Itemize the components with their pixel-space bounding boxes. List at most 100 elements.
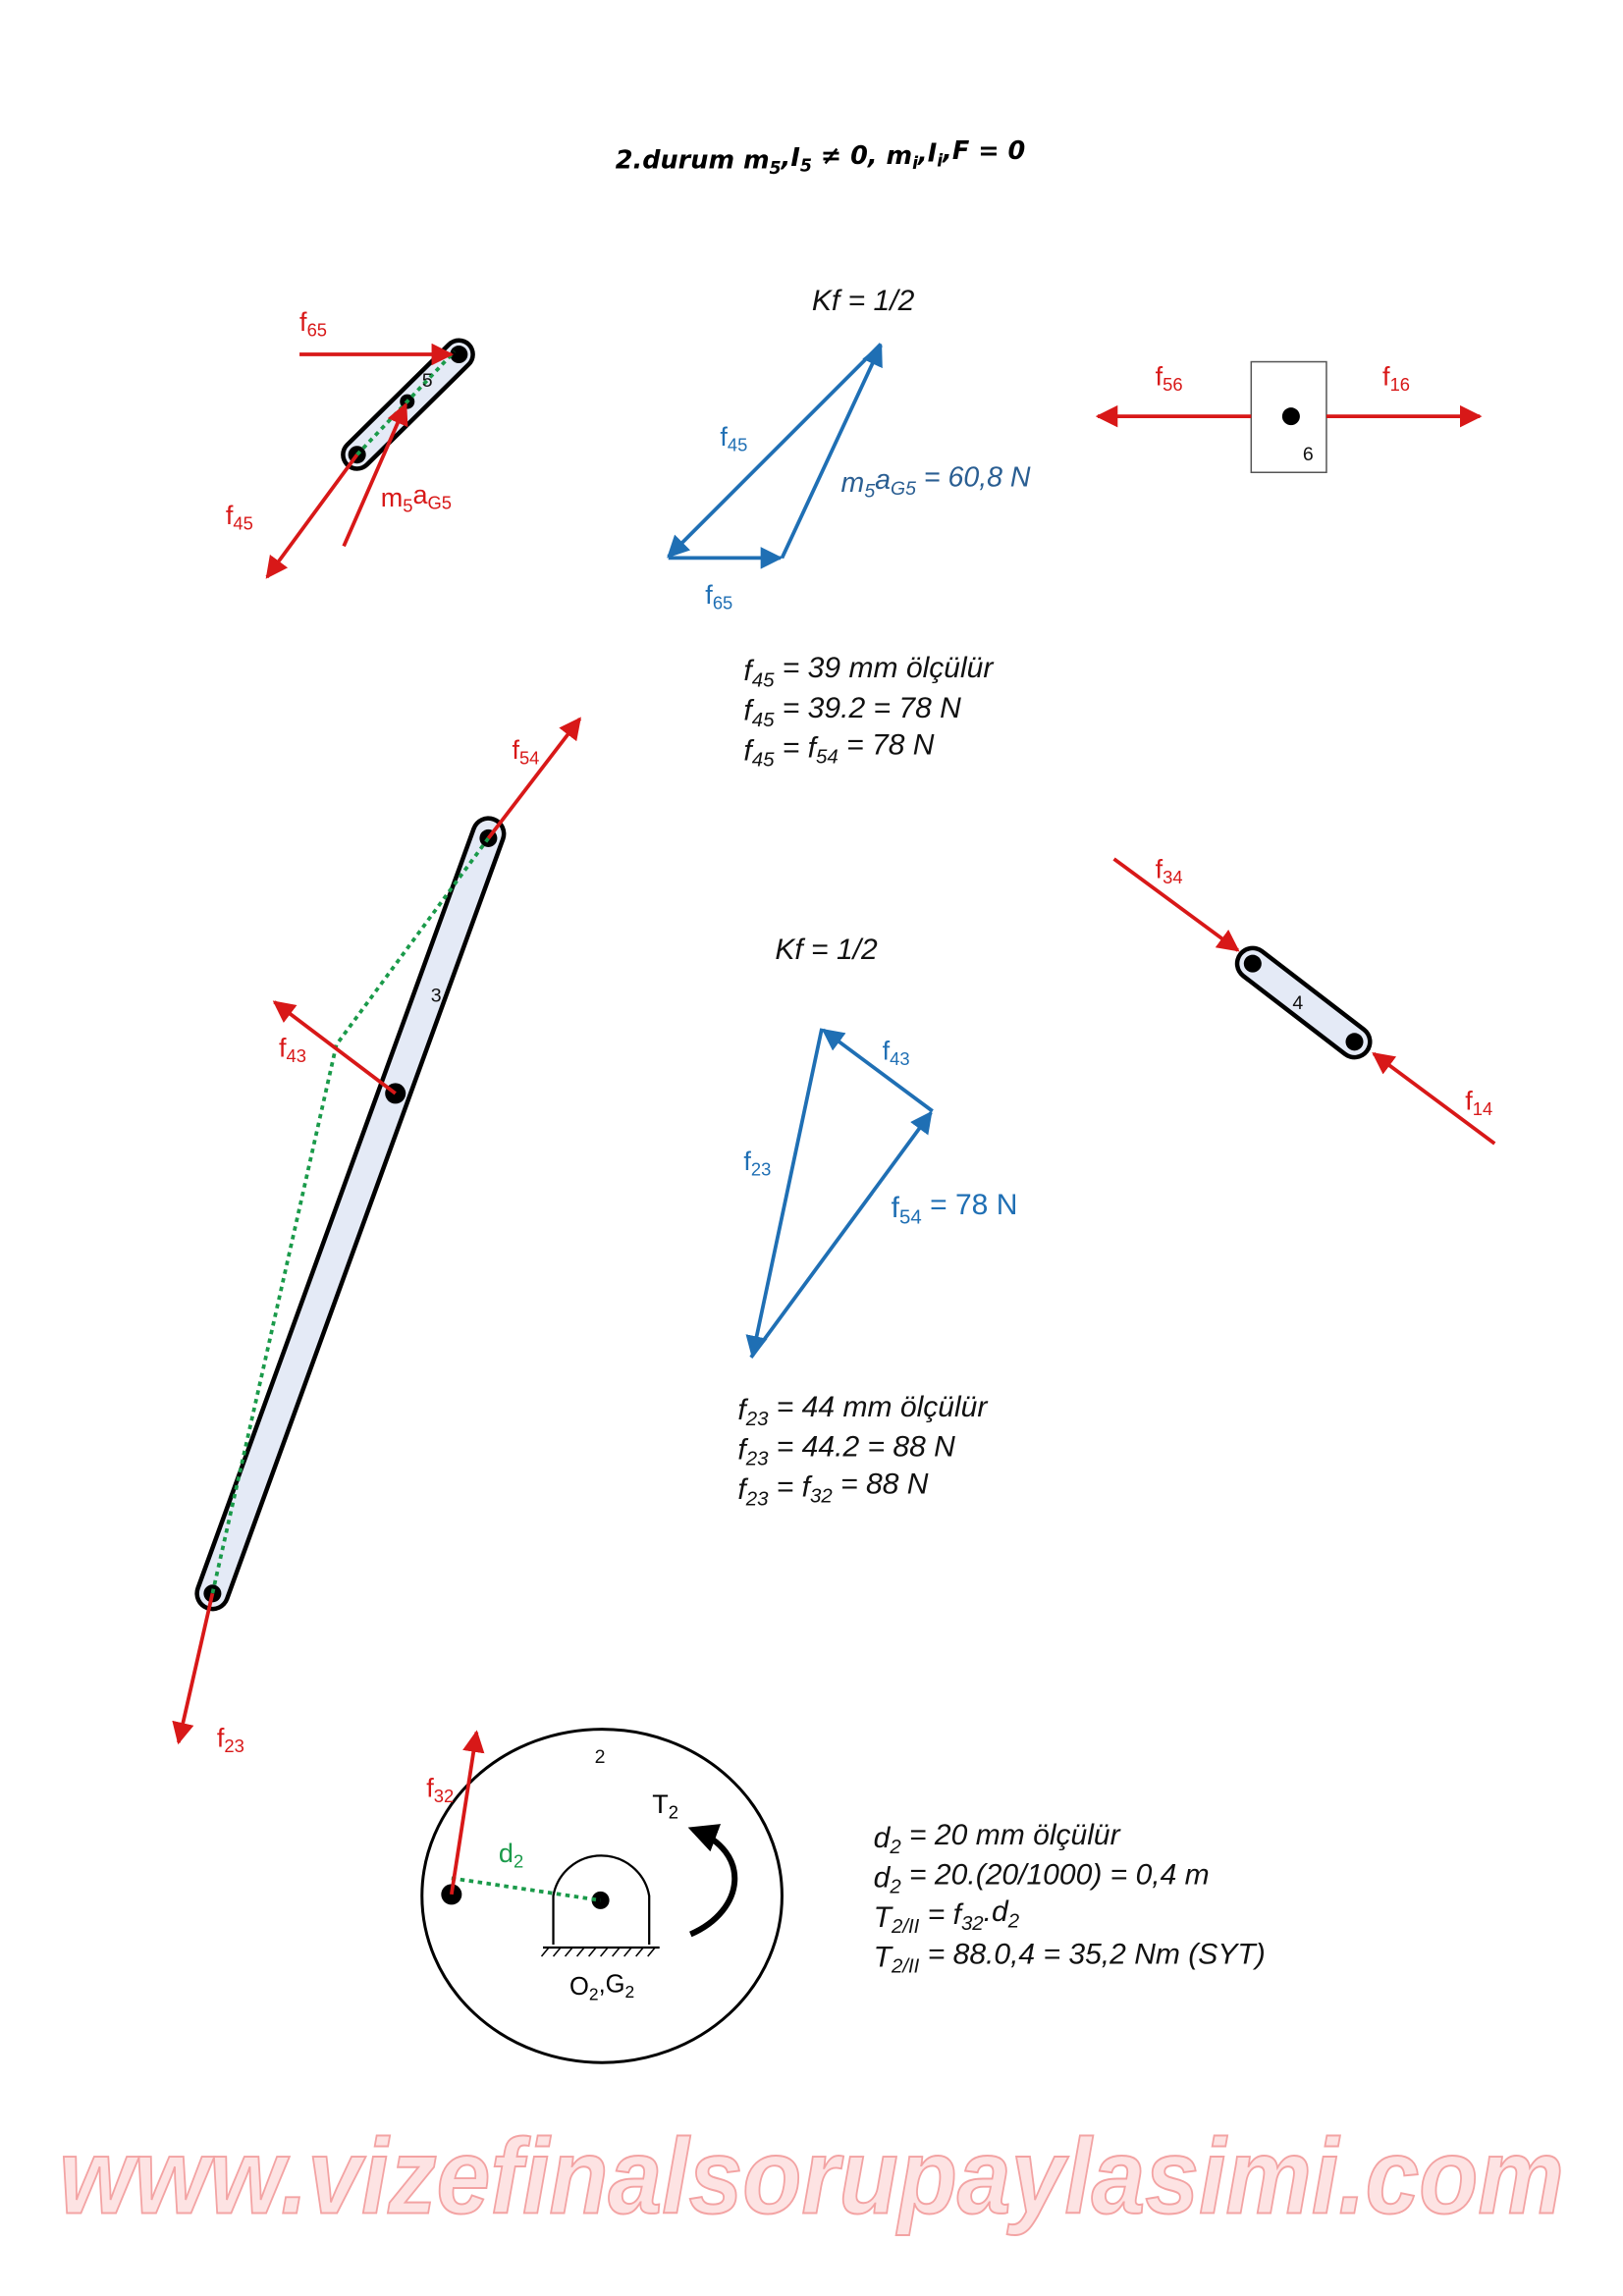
label-f54-value: f54 = 78 N xyxy=(892,1189,1018,1228)
text-run: = f xyxy=(919,1898,963,1931)
equation-line: d2 = 20.(20/1000) = 0,4 m xyxy=(874,1858,1210,1897)
label-f43: f43 xyxy=(279,1033,306,1066)
subscript: 56 xyxy=(1163,374,1182,395)
subscript: 23 xyxy=(745,1488,769,1510)
subscript: 23 xyxy=(751,1159,771,1180)
text-run: a xyxy=(875,464,891,496)
label-f65: f65 xyxy=(299,307,327,341)
text-run: f xyxy=(737,1394,748,1426)
label-f43: f43 xyxy=(883,1036,910,1069)
equation-line: f45 = 39.2 = 78 N xyxy=(743,692,961,731)
subscript: 2 xyxy=(589,1984,599,2003)
subscript: 45 xyxy=(233,512,252,533)
equation-line: T2/II = f32.d2 xyxy=(874,1896,1020,1938)
link-label: 4 xyxy=(1292,992,1303,1014)
subscript: 43 xyxy=(890,1048,909,1069)
torque-arrow-icon xyxy=(687,1824,738,1938)
text-run: f xyxy=(720,422,728,452)
text-run: f xyxy=(743,695,754,727)
text-run: f xyxy=(426,1774,434,1803)
text-run: 2.durum m xyxy=(616,146,770,176)
link-label: 5 xyxy=(422,370,433,392)
text-run: d xyxy=(874,1861,892,1894)
page-title: 2.durum m5,I5 ≠ 0, mi,Ii,F = 0 xyxy=(616,136,1025,179)
subscript: 32 xyxy=(961,1913,984,1935)
label-f45: f45 xyxy=(226,501,253,534)
text-run: = 88 N xyxy=(833,1468,929,1500)
subscript: 2 xyxy=(889,1837,901,1858)
text-run: ,I xyxy=(917,138,937,168)
text-run: ,F = 0 xyxy=(942,136,1025,166)
label-f34: f34 xyxy=(1156,855,1183,888)
text-run: = 39 mm ölçülür xyxy=(774,652,995,684)
subscript: 45 xyxy=(752,669,775,691)
subscript: 54 xyxy=(816,747,839,769)
label-pivot: O2,G2 xyxy=(569,1971,634,2004)
text-run: O xyxy=(569,1973,589,2001)
subscript: 2 xyxy=(514,1850,523,1871)
subscript: 2 xyxy=(889,1876,901,1897)
subscript: 45 xyxy=(752,749,775,771)
equation-line: f23 = 44 mm ölçülür xyxy=(737,1391,989,1430)
text-run: d xyxy=(499,1839,514,1868)
text-run: f xyxy=(737,1434,748,1467)
text-run: f xyxy=(743,655,754,687)
label-inertia-value: m5aG5 = 60,8 N xyxy=(841,461,1031,502)
text-run: = 44.2 = 88 N xyxy=(768,1431,955,1464)
subscript: 65 xyxy=(307,320,327,341)
subscript: 34 xyxy=(1163,867,1182,887)
equation-line: f23 = f32 = 88 N xyxy=(737,1468,928,1510)
link-4-free-body: 4 f34 f14 xyxy=(1112,855,1496,1146)
subscript: 32 xyxy=(434,1786,454,1806)
subscript: 2/II xyxy=(891,1956,920,1978)
results-f23: f23 = 44 mm ölçülür f23 = 44.2 = 88 N f2… xyxy=(737,1391,989,1510)
subscript: 23 xyxy=(745,1449,769,1470)
label-inertia-force: m5aG5 xyxy=(381,480,452,515)
text-run: = 88.0,4 = 35,2 Nm (SYT) xyxy=(919,1939,1265,1971)
label-f32: f32 xyxy=(426,1774,454,1807)
label-d2: d2 xyxy=(499,1839,523,1872)
label-f65: f65 xyxy=(705,580,732,614)
label-torque: T2 xyxy=(652,1789,678,1823)
text-run: d xyxy=(874,1822,892,1854)
text-run: f xyxy=(217,1724,225,1753)
subscript: 16 xyxy=(1390,374,1410,395)
link-3-free-body: 3 f54 f43 f23 xyxy=(172,717,582,1756)
subscript: i xyxy=(912,154,919,174)
subscript: 54 xyxy=(519,747,539,768)
subscript: 5 xyxy=(864,481,875,503)
text-run: f xyxy=(883,1036,891,1065)
text-run: f xyxy=(1156,855,1163,884)
force-arrow-inertia xyxy=(342,402,408,548)
subscript: 45 xyxy=(752,710,775,731)
label-f14: f14 xyxy=(1465,1086,1492,1119)
subscript: 43 xyxy=(287,1045,306,1066)
slider-6-free-body: 6 f56 f16 xyxy=(1095,360,1483,474)
results-f45: f45 = 39 mm ölçülür f45 = 39.2 = 78 N f4… xyxy=(743,652,995,771)
text-run: f xyxy=(743,734,754,767)
subscript: G5 xyxy=(428,493,453,513)
text-run: f xyxy=(299,307,307,337)
subscript: 54 xyxy=(899,1206,922,1228)
equation-line: f45 = 39 mm ölçülür xyxy=(743,652,995,691)
results-torque: d2 = 20 mm ölçülür d2 = 20.(20/1000) = 0… xyxy=(874,1819,1266,1978)
text-run: ,G xyxy=(599,1971,625,1999)
subscript: 2 xyxy=(1007,1910,1020,1932)
link-5-free-body: 5 f65 f45 m5aG5 xyxy=(226,307,475,579)
text-run: ≠ 0, m xyxy=(812,141,912,171)
text-run: ,I xyxy=(781,143,800,173)
text-run: f xyxy=(1465,1086,1473,1115)
text-run: = 44 mm ölçülür xyxy=(768,1391,989,1423)
text-run: T xyxy=(874,1942,894,1974)
subscript: 5 xyxy=(800,156,812,176)
link-label: 2 xyxy=(595,1746,606,1768)
label-f45: f45 xyxy=(720,422,747,455)
text-run: = 78 N xyxy=(922,1189,1018,1221)
text-run: = f xyxy=(768,1470,812,1503)
label-f54: f54 xyxy=(512,735,539,769)
label-f16: f16 xyxy=(1382,362,1410,396)
label-f56: f56 xyxy=(1156,362,1183,396)
text-run: f xyxy=(512,735,519,765)
text-run: f xyxy=(743,1147,751,1176)
label-f23: f23 xyxy=(743,1147,771,1180)
